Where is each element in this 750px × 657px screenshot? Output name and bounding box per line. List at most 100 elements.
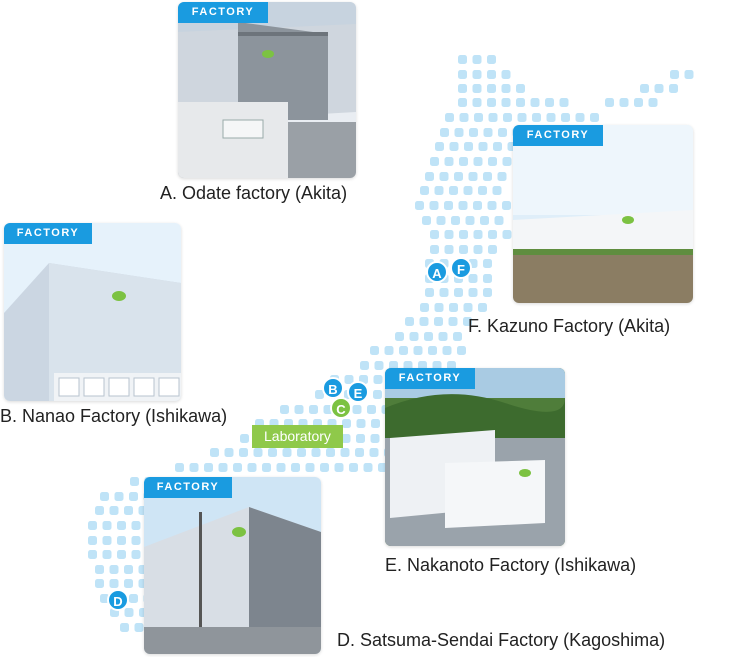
map-marker-d[interactable]: D xyxy=(107,589,129,611)
map-dot xyxy=(619,98,629,107)
map-dot xyxy=(378,463,387,472)
map-dot xyxy=(434,186,444,195)
map-dot xyxy=(430,230,439,239)
map-dot xyxy=(439,288,449,297)
map-dot xyxy=(367,405,376,414)
map-dot xyxy=(434,317,443,326)
map-dot xyxy=(444,230,454,239)
map-dot xyxy=(384,346,394,355)
map-dot xyxy=(233,463,242,472)
map-marker-f[interactable]: F xyxy=(450,257,472,279)
map-dot xyxy=(102,536,112,545)
map-dot xyxy=(640,84,649,93)
map-dot xyxy=(430,245,439,254)
map-dot xyxy=(472,98,482,107)
map-dot xyxy=(342,419,351,428)
map-dot xyxy=(483,274,492,283)
map-dot xyxy=(458,70,467,79)
map-dot xyxy=(454,172,463,181)
map-dot xyxy=(445,113,454,122)
factory-photo-satsuma-sendai xyxy=(144,477,321,654)
map-dot xyxy=(424,332,433,341)
map-dot xyxy=(102,521,112,530)
map-dot xyxy=(559,98,569,107)
map-dot xyxy=(224,448,234,457)
map-dot xyxy=(473,245,483,254)
map-dot xyxy=(474,113,483,122)
map-dot xyxy=(494,216,504,225)
map-dot xyxy=(497,172,507,181)
factory-tag-odate: FACTORY xyxy=(178,2,268,23)
map-dot xyxy=(360,361,369,370)
map-dot xyxy=(120,623,129,632)
map-dot xyxy=(459,245,468,254)
map-dot xyxy=(374,361,384,370)
map-dot xyxy=(492,186,502,195)
map-dot xyxy=(109,506,119,515)
map-dot xyxy=(454,288,463,297)
map-dot xyxy=(517,113,527,122)
factory-tag-kazuno: FACTORY xyxy=(513,125,603,146)
map-dot xyxy=(463,186,473,195)
map-dot xyxy=(654,84,664,93)
map-dot xyxy=(100,492,109,501)
map-dot xyxy=(130,477,139,486)
map-dot xyxy=(488,245,497,254)
map-dot xyxy=(352,405,362,414)
map-marker-a[interactable]: A xyxy=(426,261,448,283)
map-dot xyxy=(436,216,446,225)
map-dot xyxy=(262,463,271,472)
caption-kazuno: F. Kazuno Factory (Akita) xyxy=(468,316,671,336)
map-dot xyxy=(341,434,351,443)
map-marker-b[interactable]: B xyxy=(322,377,344,399)
map-dot xyxy=(501,98,511,107)
caption-nakanoto: E. Nakanoto Factory (Ishikawa) xyxy=(385,555,637,575)
map-dot xyxy=(420,303,429,312)
map-dot xyxy=(403,361,413,370)
map-dot xyxy=(478,142,488,151)
factory-tag-satsuma-sendai: FACTORY xyxy=(144,477,232,498)
map-dot xyxy=(88,550,97,559)
map-dot xyxy=(117,536,126,545)
map-dot xyxy=(449,303,458,312)
map-dot xyxy=(444,157,454,166)
map-dot xyxy=(114,492,124,501)
map-dot xyxy=(472,84,482,93)
map-dot xyxy=(449,186,458,195)
map-dot xyxy=(124,565,133,574)
map-dot xyxy=(487,84,496,93)
map-dot xyxy=(463,317,472,326)
map-dot xyxy=(129,594,138,603)
map-dot xyxy=(349,463,358,472)
map-dot xyxy=(516,84,525,93)
map-dot xyxy=(575,113,585,122)
map-dot xyxy=(373,390,382,399)
map-dot xyxy=(502,201,511,210)
map-dot xyxy=(448,317,458,326)
map-dot xyxy=(124,579,133,588)
map-dot xyxy=(371,419,380,428)
map-dot xyxy=(502,157,512,166)
map-dot xyxy=(334,463,344,472)
map-dot xyxy=(530,98,540,107)
map-dot xyxy=(276,463,286,472)
map-dot xyxy=(453,332,462,341)
map-dot xyxy=(468,288,478,297)
map-dot xyxy=(434,303,444,312)
map-dot xyxy=(399,346,408,355)
map-dot xyxy=(88,521,97,530)
map-dot xyxy=(478,303,487,312)
map-dot xyxy=(605,98,614,107)
map-dot xyxy=(483,259,492,268)
factory-photo-nakanoto xyxy=(385,368,565,546)
map-dot xyxy=(561,113,570,122)
map-dot xyxy=(458,201,468,210)
map-dot xyxy=(413,346,423,355)
map-dot xyxy=(669,84,678,93)
map-dot xyxy=(487,70,496,79)
map-marker-c[interactable]: C xyxy=(330,397,352,419)
map-marker-e[interactable]: E xyxy=(347,381,369,403)
map-dot xyxy=(309,405,318,414)
map-dot xyxy=(454,128,464,137)
map-dot xyxy=(129,492,138,501)
